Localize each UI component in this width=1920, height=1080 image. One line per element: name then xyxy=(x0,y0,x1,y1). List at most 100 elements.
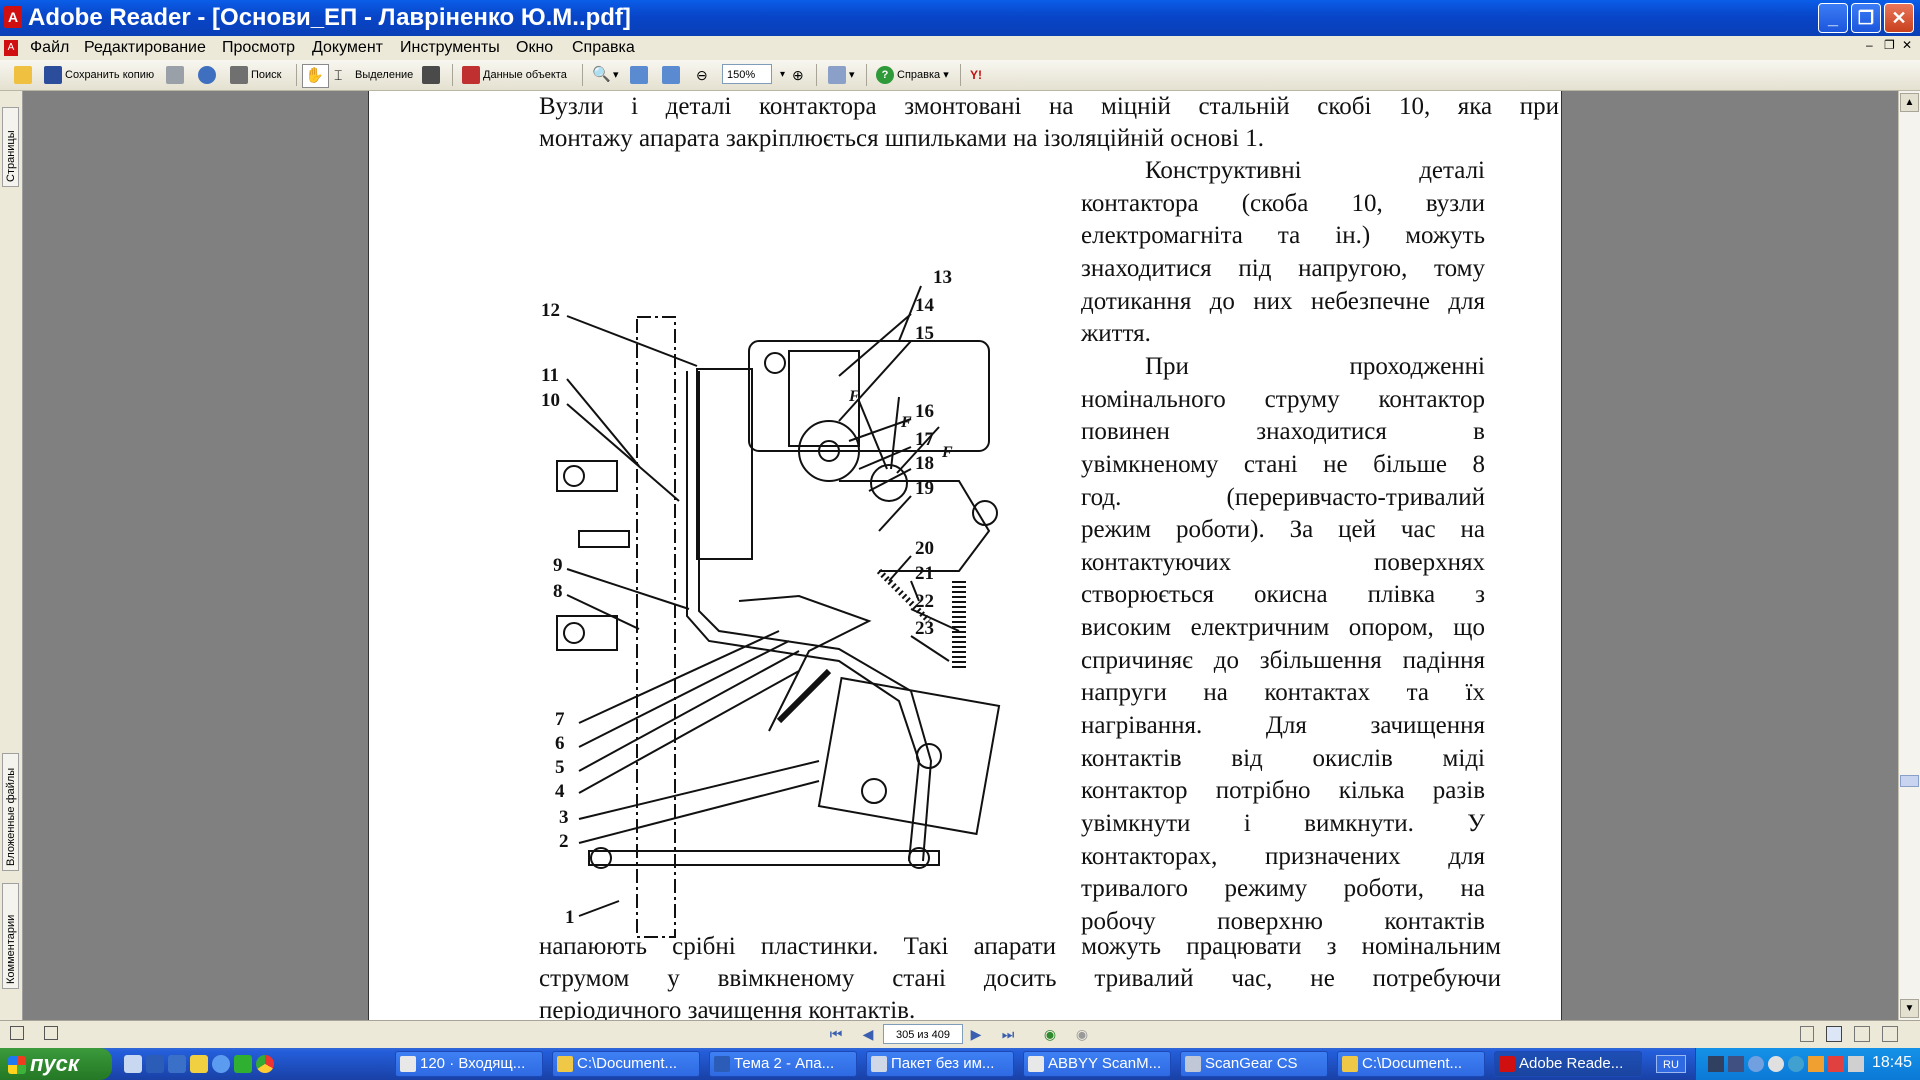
vertical-scrollbar[interactable]: ▲ ▼ xyxy=(1898,91,1920,1020)
maximize-button[interactable]: ❐ xyxy=(1851,3,1881,33)
open-button[interactable] xyxy=(14,64,35,86)
figure-label: 12 xyxy=(541,300,560,321)
single-page-view-icon[interactable] xyxy=(1800,1026,1814,1042)
next-page-button[interactable]: ▶ xyxy=(966,1024,986,1044)
force-label: F xyxy=(900,414,912,431)
figure-label: 16 xyxy=(915,401,934,422)
continuous-facing-view-icon[interactable] xyxy=(1882,1026,1898,1042)
facing-view-icon[interactable] xyxy=(1854,1026,1870,1042)
tray-update-icon[interactable] xyxy=(1768,1056,1784,1072)
quicklaunch-chrome-icon[interactable] xyxy=(256,1055,274,1073)
figure-label: 22 xyxy=(915,591,934,612)
task-scangear[interactable]: ScanGear CS xyxy=(1180,1051,1328,1077)
language-indicator[interactable]: RU xyxy=(1656,1055,1686,1073)
quicklaunch-check-icon[interactable] xyxy=(234,1055,252,1073)
clock[interactable]: 18:45 xyxy=(1872,1054,1913,1071)
zoom-out-button[interactable]: ⊖ xyxy=(696,64,708,86)
task-folder-1[interactable]: C:\Document... xyxy=(552,1051,700,1077)
search-button[interactable]: Поиск xyxy=(230,64,281,86)
scroll-thumb[interactable] xyxy=(1900,775,1919,787)
back-button[interactable]: ◉ xyxy=(1040,1024,1060,1044)
menu-window[interactable]: Окно xyxy=(516,39,554,56)
figure-label: 4 xyxy=(555,781,565,802)
yahoo-button[interactable]: Y! xyxy=(970,64,982,86)
zoom-tool-button[interactable]: 🔍▾ xyxy=(592,66,619,84)
menu-view[interactable]: Просмотр xyxy=(222,39,296,56)
task-folder-2[interactable]: C:\Document... xyxy=(1337,1051,1485,1077)
select-tool-button[interactable]: ⌶Выделение xyxy=(334,67,414,84)
lever-pivot xyxy=(798,420,860,482)
actual-size-button[interactable] xyxy=(630,64,651,86)
menu-file[interactable]: Файл xyxy=(30,39,70,56)
email-button[interactable] xyxy=(198,64,219,86)
arc-chute xyxy=(839,480,991,572)
moving-contact xyxy=(870,464,908,502)
bolt xyxy=(578,530,630,548)
folder-icon xyxy=(557,1056,573,1072)
scroll-up-button[interactable]: ▲ xyxy=(1900,93,1919,112)
binoculars-icon xyxy=(230,66,248,85)
doc-minimize-button[interactable]: – xyxy=(1866,38,1873,52)
snapshot-button[interactable] xyxy=(422,64,443,86)
fit-width-button[interactable] xyxy=(662,64,683,86)
text-line: контактора (скоба 10, вузли xyxy=(1081,189,1485,217)
tray-security-icon[interactable] xyxy=(1808,1056,1824,1072)
help-button[interactable]: ?Справка ▾ xyxy=(876,64,949,86)
save-copy-button[interactable]: Сохранить копию xyxy=(44,64,154,86)
last-page-button[interactable]: ⏭ xyxy=(998,1024,1018,1044)
task-inbox[interactable]: 120 · Входящ... xyxy=(395,1051,543,1077)
text-line: При проходженні xyxy=(1145,352,1485,380)
panel-toggle-icon[interactable] xyxy=(10,1026,24,1040)
tray-app-icon[interactable] xyxy=(1728,1056,1744,1072)
hand-tool-button[interactable]: ✋ xyxy=(302,64,329,88)
quicklaunch-app-icon[interactable] xyxy=(190,1055,208,1073)
figure-label: 6 xyxy=(555,733,565,754)
previous-page-button[interactable]: ◀ xyxy=(858,1024,878,1044)
tray-antivirus-icon[interactable] xyxy=(1828,1056,1844,1072)
forward-button[interactable]: ◉ xyxy=(1072,1024,1092,1044)
menu-tools[interactable]: Инструменты xyxy=(400,39,500,56)
doc-close-button[interactable]: ✕ xyxy=(1902,38,1913,52)
zoom-dropdown-button[interactable]: ▾ xyxy=(780,64,785,86)
minimize-button[interactable]: _ xyxy=(1818,3,1848,33)
quicklaunch-notepad-icon[interactable] xyxy=(124,1055,142,1073)
tray-network-icon[interactable] xyxy=(1748,1056,1764,1072)
rotate-button[interactable]: ▾ xyxy=(828,64,855,86)
force-arrow xyxy=(858,400,888,470)
scroll-down-button[interactable]: ▼ xyxy=(1900,999,1919,1018)
tray-volume-icon[interactable] xyxy=(1848,1056,1864,1072)
tab-pages[interactable]: Страницы xyxy=(2,107,19,187)
figure-label: 8 xyxy=(553,581,563,602)
task-adobe-reader[interactable]: Adobe Reade... xyxy=(1494,1051,1642,1077)
object-data-button[interactable]: Данные объекта xyxy=(462,64,567,86)
print-button[interactable] xyxy=(166,64,187,86)
doc-restore-button[interactable]: ❐ xyxy=(1884,38,1895,52)
close-button[interactable]: ✕ xyxy=(1884,3,1914,33)
menu-help[interactable]: Справка xyxy=(572,39,635,56)
coil xyxy=(696,368,753,560)
tab-attachments[interactable]: Вложенные файлы xyxy=(2,753,19,871)
terminal-screw xyxy=(563,622,585,644)
forward-icon: ◉ xyxy=(1075,1026,1089,1042)
tray-monitor-icon[interactable] xyxy=(1708,1056,1724,1072)
pdf-page[interactable]: Вузли і деталі контактора змонтовані на … xyxy=(368,91,1562,1024)
quicklaunch-word-icon[interactable] xyxy=(146,1055,164,1073)
quicklaunch-media-icon[interactable] xyxy=(212,1055,230,1073)
page-options-icon[interactable] xyxy=(44,1026,58,1040)
page-number-input[interactable]: 305 из 409 xyxy=(883,1024,963,1044)
task-tema2[interactable]: Тема 2 - Апа... xyxy=(709,1051,857,1077)
menu-edit[interactable]: Редактирование xyxy=(84,39,206,56)
tray-bluetooth-icon[interactable] xyxy=(1788,1056,1804,1072)
zoom-input[interactable]: 150% xyxy=(722,64,772,84)
first-page-button[interactable]: ⏮ xyxy=(826,1024,846,1044)
continuous-view-icon[interactable] xyxy=(1826,1026,1842,1042)
task-abbyy[interactable]: ABBYY ScanM... xyxy=(1023,1051,1171,1077)
quicklaunch-wordpad-icon[interactable] xyxy=(168,1055,186,1073)
task-package[interactable]: Пакет без им... xyxy=(866,1051,1014,1077)
zoom-in-button[interactable]: ⊕ xyxy=(792,64,804,86)
tab-comments[interactable]: Комментарии xyxy=(2,883,19,989)
magnet-yoke xyxy=(748,340,990,452)
actual-size-icon xyxy=(630,66,648,85)
document-icon[interactable]: A xyxy=(4,40,18,56)
menu-document[interactable]: Документ xyxy=(312,39,383,56)
